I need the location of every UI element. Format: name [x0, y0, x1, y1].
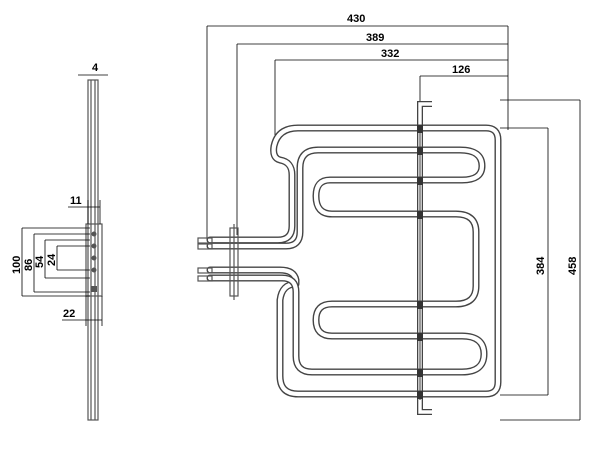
- side-view-terminal-block: [85, 223, 103, 297]
- dim-right-384: 384: [535, 256, 547, 275]
- dim-top-332: 332: [381, 48, 399, 60]
- dim-side-22: 22: [63, 308, 75, 320]
- terminal-flange: [229, 224, 239, 300]
- dim-side-24: 24: [46, 253, 58, 266]
- front-view: 430 389 332 126 384 458: [197, 13, 581, 421]
- dim-top-389: 389: [366, 32, 384, 44]
- dim-side-54: 54: [34, 255, 46, 268]
- terminal-pins: [197, 237, 213, 282]
- dim-side-11: 11: [70, 195, 82, 207]
- dim-top-430: 430: [347, 13, 365, 25]
- support-bracket: [417, 101, 432, 415]
- dim-side-4: 4: [92, 62, 99, 74]
- dim-right-458: 458: [567, 257, 579, 275]
- side-view-plate: [87, 79, 99, 421]
- side-view: 4 11 22 100 86 54 24: [11, 62, 108, 421]
- dim-side-100: 100: [11, 256, 23, 274]
- dim-side-86: 86: [23, 259, 35, 271]
- bracket-clamps: [417, 125, 423, 399]
- heating-element-inner-serpentine: [206, 146, 488, 376]
- dim-top-126: 126: [452, 64, 470, 76]
- heating-element-outer-loop: [206, 124, 502, 398]
